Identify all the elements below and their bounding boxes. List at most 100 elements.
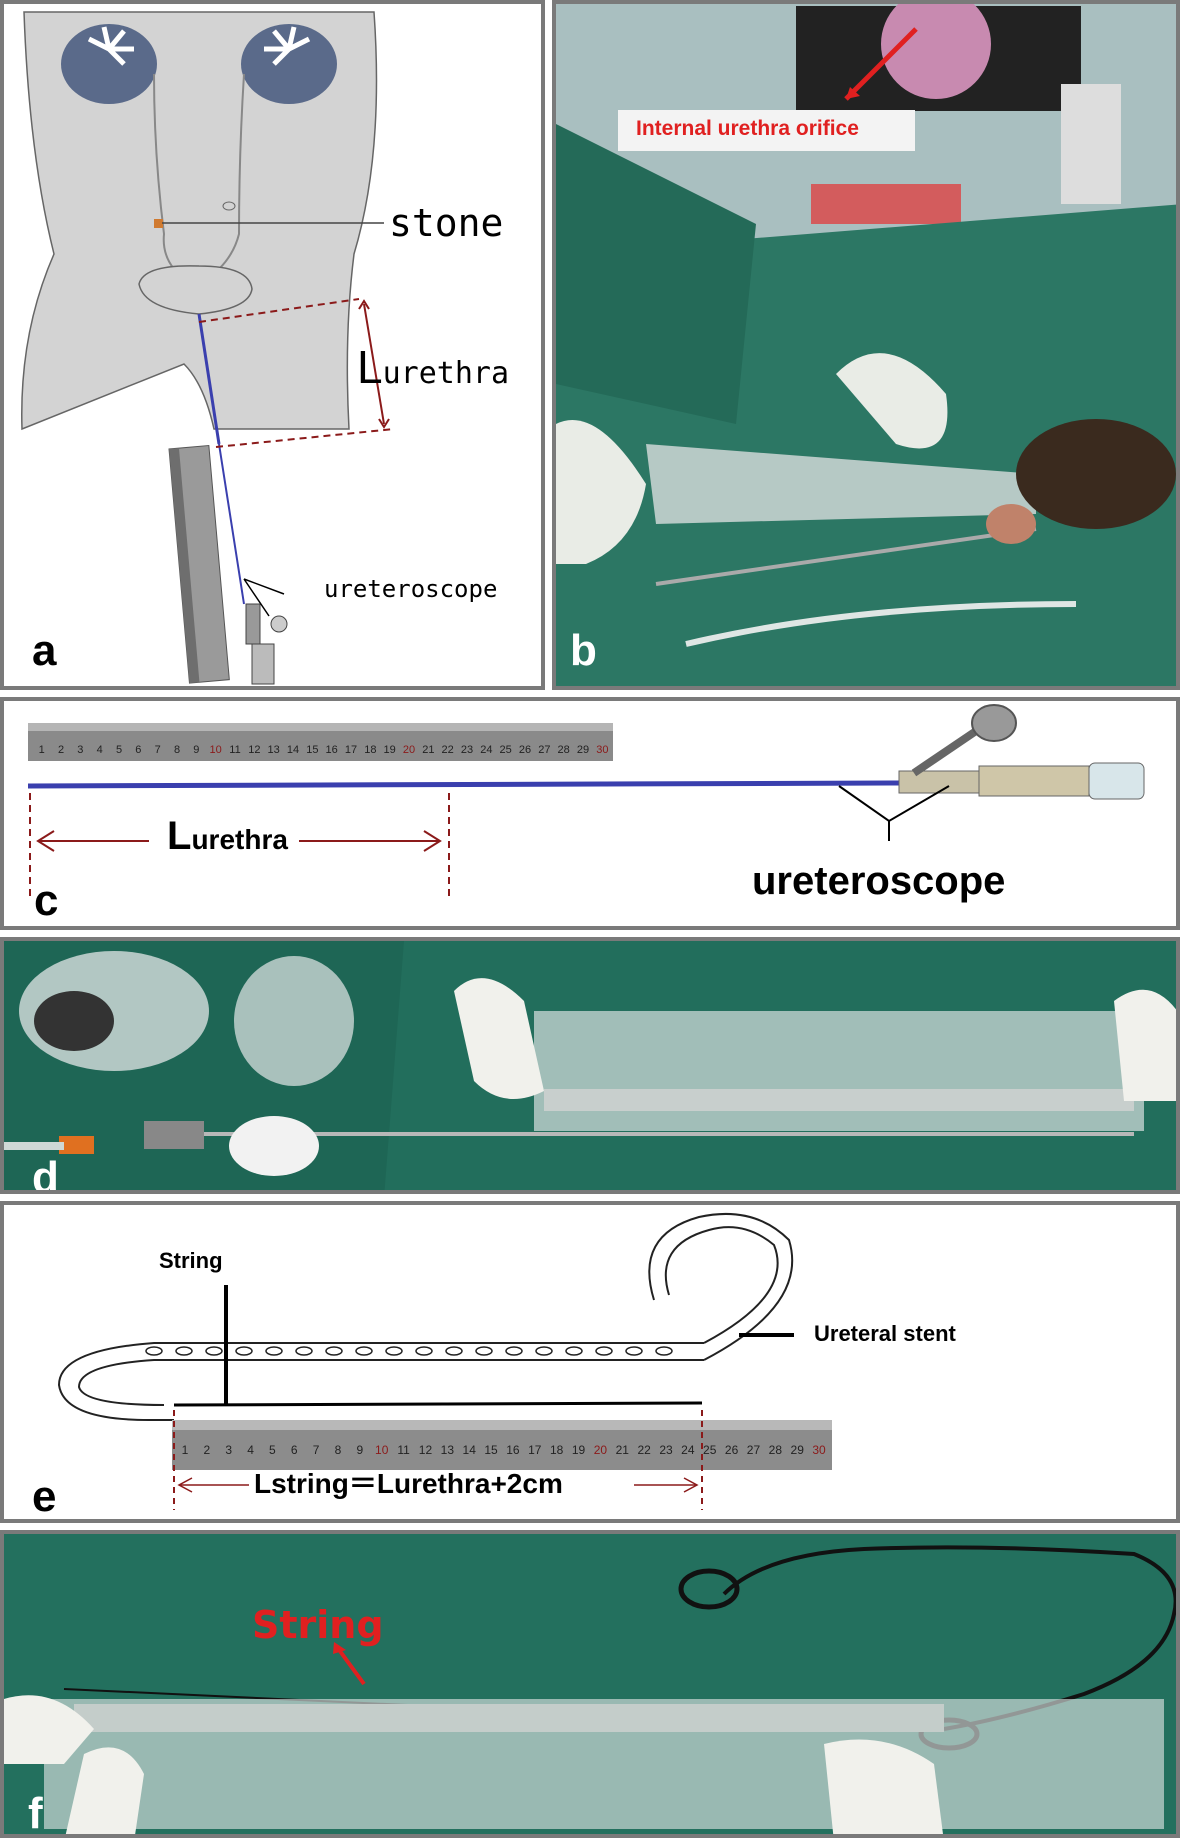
stent-hole — [296, 1347, 312, 1355]
l-sub-c: urethra — [191, 824, 287, 855]
stent-hole — [266, 1347, 282, 1355]
stent-hole — [656, 1347, 672, 1355]
stent-hole — [626, 1347, 642, 1355]
ruler-tick-label: 7 — [155, 744, 161, 756]
ruler-tick-label: 18 — [550, 1443, 564, 1457]
string-line — [174, 1403, 702, 1405]
stent-hole — [206, 1347, 222, 1355]
ruler-tick-label: 26 — [519, 744, 531, 756]
ruler-tick-label: 29 — [791, 1443, 805, 1457]
stent-hole — [416, 1347, 432, 1355]
ruler-tick-label: 11 — [229, 744, 240, 756]
panel-e-label: e — [32, 1475, 56, 1519]
ruler-d — [544, 1089, 1134, 1111]
panel-c-label: c — [34, 879, 58, 923]
stent-hole — [446, 1347, 462, 1355]
string-label-e: String — [159, 1250, 223, 1272]
panel-d: d — [0, 937, 1180, 1194]
ruler-tick-label: 23 — [461, 744, 473, 756]
l-big-c: L — [167, 814, 191, 858]
string-label-f: String — [252, 1606, 384, 1644]
ureteroscope-shaft-c — [28, 783, 899, 786]
ruler-tick-label: 8 — [335, 1443, 342, 1457]
ruler-tick-label: 22 — [637, 1443, 651, 1457]
stent-hole — [566, 1347, 582, 1355]
ruler-tick-label: 1 — [39, 744, 45, 756]
ruler-tick-label: 2 — [58, 744, 64, 756]
stone-marker — [154, 219, 163, 228]
ruler-f — [74, 1704, 944, 1732]
panel-f-photo — [4, 1534, 1180, 1838]
stent-hole — [506, 1347, 522, 1355]
ureteroscope-label: ureteroscope — [324, 577, 497, 601]
left-kidney — [61, 24, 157, 104]
ruler-tick-label: 6 — [291, 1443, 298, 1457]
ureteroscope-device-c — [899, 705, 1144, 799]
panel-f: String f — [0, 1530, 1180, 1838]
ruler-tick-label: 2 — [203, 1443, 210, 1457]
stent-hole — [236, 1347, 252, 1355]
ruler-tick-label: 29 — [577, 744, 589, 756]
ruler-tick-label: 10 — [375, 1443, 389, 1457]
urethra-length-label: Lurethra — [357, 344, 509, 390]
ruler-tick-label: 6 — [135, 744, 141, 756]
panel-a: stone Lurethra ureteroscope a — [0, 0, 545, 690]
ruler-tick-label: 22 — [442, 744, 454, 756]
string-length-formula: Lstring＝Lurethra+2cm — [254, 1470, 563, 1498]
ruler-tick-label: 13 — [268, 744, 280, 756]
ruler-tick-label: 4 — [247, 1443, 254, 1457]
ruler-tick-label: 17 — [528, 1443, 542, 1457]
panel-d-photo — [4, 941, 1180, 1194]
ruler-tick-label: 11 — [397, 1443, 410, 1457]
ruler-tick-label: 25 — [703, 1443, 717, 1457]
ruler-tick-label: 26 — [725, 1443, 739, 1457]
ruler-tick-label: 30 — [596, 744, 608, 756]
ruler-tick-label: 12 — [248, 744, 260, 756]
ruler-tick-label: 3 — [77, 744, 83, 756]
ruler-tick-label: 18 — [364, 744, 376, 756]
panel-b-label: b — [570, 629, 597, 673]
stent-hole — [356, 1347, 372, 1355]
ruler-a — [169, 446, 229, 684]
internal-urethra-orifice-label: Internal urethra orifice — [618, 110, 915, 151]
ruler-tick-label: 10 — [210, 744, 222, 756]
panel-f-label: f — [28, 1792, 43, 1836]
ruler-tick-label: 9 — [357, 1443, 364, 1457]
ruler-tick-label: 20 — [594, 1443, 608, 1457]
ruler-tick-label: 25 — [500, 744, 512, 756]
ureteroscope-device-a — [246, 604, 287, 684]
panel-b-photo — [556, 4, 1180, 690]
stent-hole — [596, 1347, 612, 1355]
ruler-tick-label: 19 — [384, 744, 396, 756]
right-kidney — [241, 24, 337, 104]
urethra-length-label-c: Lurethra — [167, 816, 288, 856]
ureteral-stent — [59, 1214, 792, 1420]
stent-hole — [146, 1347, 162, 1355]
ruler-tick-label: 20 — [403, 744, 415, 756]
ruler-tick-label: 3 — [225, 1443, 232, 1457]
stent-hole — [386, 1347, 402, 1355]
ruler-tick-label: 7 — [313, 1443, 320, 1457]
l-sub: urethra — [383, 356, 509, 391]
ruler-tick-label: 9 — [193, 744, 199, 756]
ruler-tick-label: 4 — [97, 744, 103, 756]
ruler-tick-label: 24 — [681, 1443, 695, 1457]
panel-d-label: d — [32, 1156, 59, 1194]
ruler-tick-label: 1 — [182, 1443, 189, 1457]
ureteroscope-label-c: ureteroscope — [752, 861, 1005, 901]
l-big: L — [357, 341, 383, 393]
panel-a-label: a — [32, 629, 56, 673]
ruler-tick-label: 15 — [306, 744, 318, 756]
ruler-tick-label: 14 — [287, 744, 299, 756]
ruler-tick-label: 16 — [326, 744, 338, 756]
ruler-tick-label: 14 — [463, 1443, 477, 1457]
ruler-tick-label: 19 — [572, 1443, 586, 1457]
ruler-tick-label: 27 — [538, 744, 550, 756]
ruler-tick-label: 27 — [747, 1443, 761, 1457]
ruler-tick-label: 15 — [484, 1443, 498, 1457]
stent-hole — [176, 1347, 192, 1355]
ruler-tick-label: 13 — [441, 1443, 455, 1457]
ruler-tick-label: 16 — [506, 1443, 520, 1457]
ruler-tick-label: 24 — [480, 744, 492, 756]
